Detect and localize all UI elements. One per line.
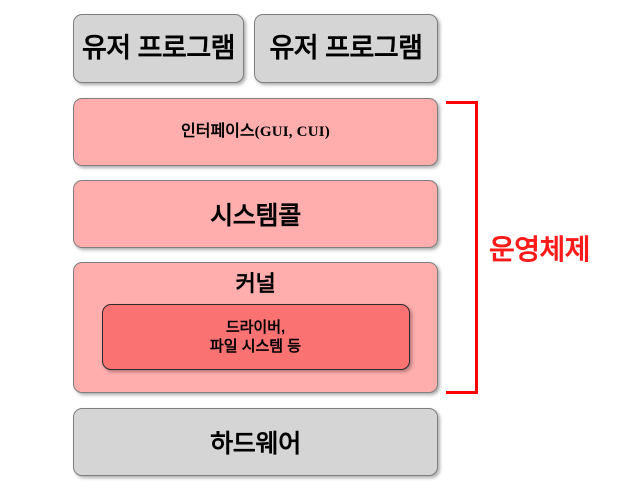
layer-box-user-program-right: 유저 프로그램 [254,14,438,83]
os-bracket [446,101,478,394]
os-bracket-bottom-arm [446,391,478,394]
layer-box-user-program-left: 유저 프로그램 [73,14,244,83]
user-program-left-label: 유저 프로그램 [81,32,236,63]
os-bracket-spine [475,101,478,394]
driver-label-line2: 파일 시스템 등 [209,338,302,356]
layer-box-system-call: 시스템콜 [73,180,438,248]
hardware-label: 하드웨어 [210,430,301,458]
layer-box-hardware: 하드웨어 [73,408,438,476]
interface-label: 인터페이스 [181,122,255,140]
driver-label-line1: 드라이버, [225,319,286,336]
os-bracket-label: 운영체제 [489,234,591,265]
kernel-label: 커널 [235,271,276,296]
layer-box-interface: 인터페이스(GUI, CUI) [73,98,438,166]
os-bracket-top-arm [446,101,478,104]
interface-label-group: 인터페이스(GUI, CUI) [181,123,330,141]
user-program-right-label: 유저 프로그램 [269,32,423,63]
interface-label-suffix: (GUI, CUI) [254,123,330,140]
layer-box-kernel: 커널 드라이버, 파일 시스템 등 [73,262,438,393]
system-call-label: 시스템콜 [210,202,301,230]
layer-box-driver: 드라이버, 파일 시스템 등 [101,304,410,371]
